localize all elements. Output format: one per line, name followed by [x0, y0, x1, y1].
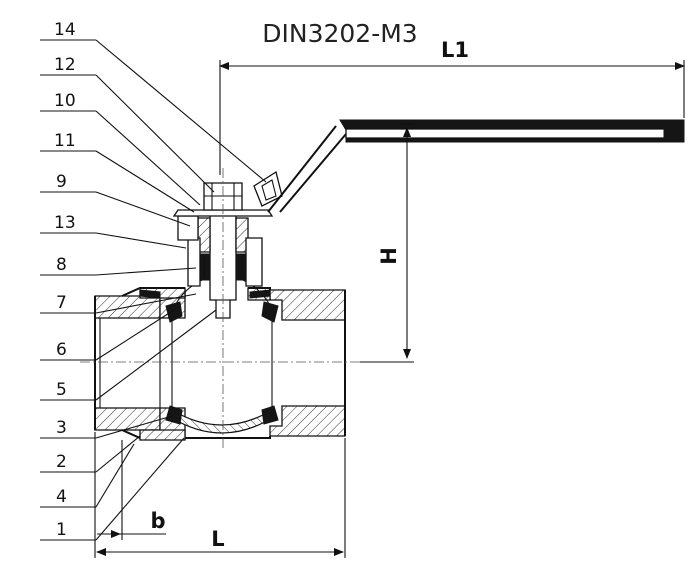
callout-7: 7 [56, 293, 67, 313]
callout-10: 10 [54, 91, 76, 111]
callout-9: 9 [56, 172, 67, 192]
dim-label-l1: L1 [441, 38, 469, 62]
drawing-title: DIN3202-M3 [262, 19, 417, 48]
callout-2: 2 [56, 452, 67, 472]
dimension-lines: L1 H L b [94, 38, 685, 558]
callout-12: 12 [54, 55, 76, 75]
valve-handle [267, 119, 685, 213]
callout-13: 13 [54, 213, 76, 233]
callout-11: 11 [54, 131, 76, 151]
callout-5: 5 [56, 380, 67, 400]
part-callouts: 14 12 10 11 9 13 8 7 6 5 [40, 20, 267, 541]
callout-14: 14 [54, 20, 76, 40]
callout-1: 1 [56, 520, 67, 540]
dim-label-l: L [211, 527, 224, 551]
callout-6: 6 [56, 340, 67, 360]
valve-body [80, 168, 360, 448]
dim-label-b: b [150, 509, 165, 533]
callout-8: 8 [56, 255, 67, 275]
callout-4: 4 [56, 487, 67, 507]
dim-label-h: H [377, 247, 401, 265]
callout-3: 3 [56, 418, 67, 438]
